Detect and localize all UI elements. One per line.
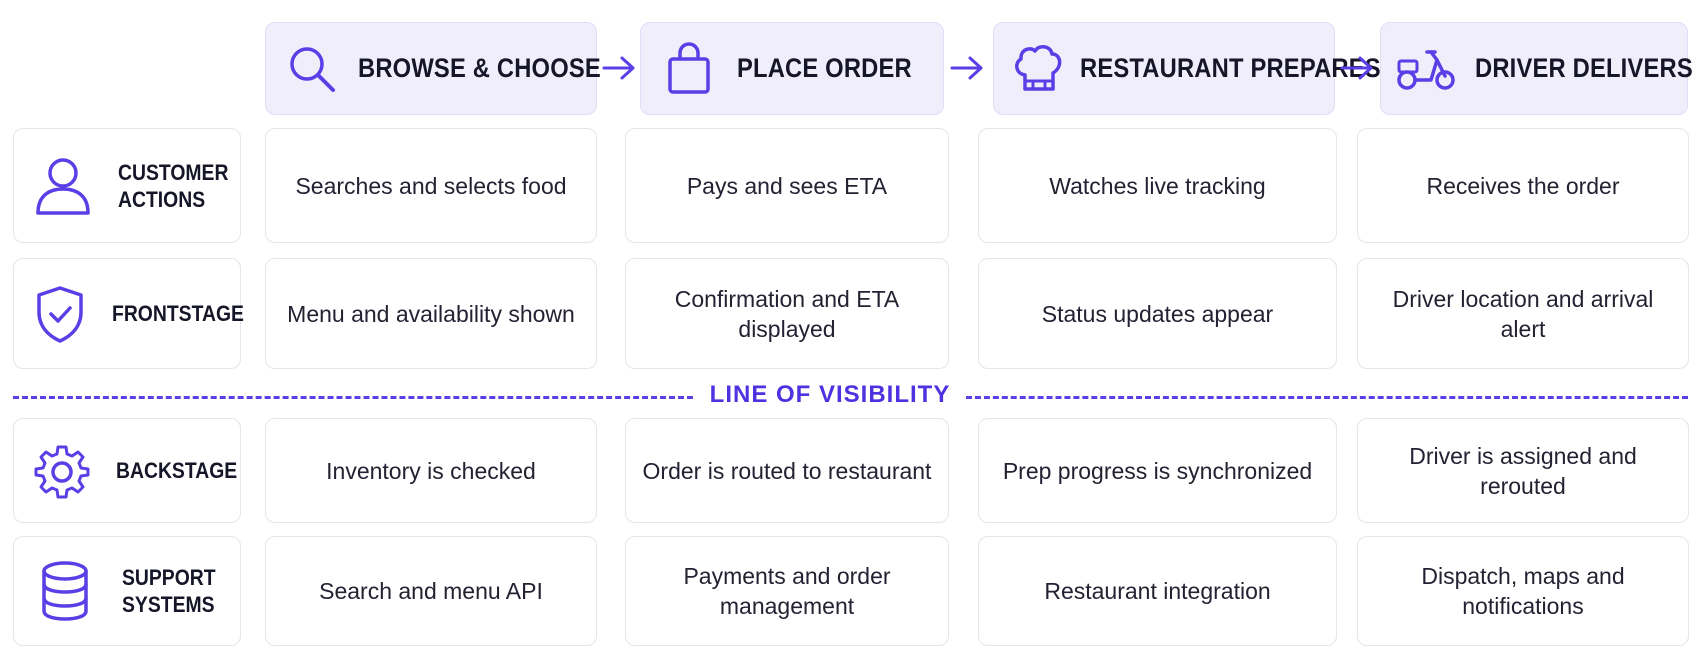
shield-check-icon <box>34 283 86 345</box>
cell-text: Dispatch, maps and notifications <box>1421 563 1625 619</box>
lane-label: CUSTOMER ACTIONS <box>118 159 229 212</box>
cell-customer-prepare: Watches live tracking <box>978 128 1337 243</box>
cell-text: Status updates appear <box>1041 300 1274 327</box>
cell-frontstage-order: Confirmation and ETA displayed <box>625 258 949 369</box>
cell-text: Search and menu API <box>319 578 543 604</box>
lane-label: BACKSTAGE <box>116 458 238 483</box>
stage-place-order: PLACE ORDER <box>640 22 944 115</box>
cell-frontstage-browse: Menu and availability shown <box>265 258 597 369</box>
cell-frontstage-deliver: Driver location and arrival alert <box>1357 258 1689 369</box>
cell-text: Inventory is checked <box>326 457 536 484</box>
cell-backstage-deliver: Driver is assigned and rerouted <box>1357 418 1689 523</box>
database-icon <box>34 560 96 622</box>
cell-support-prepare: Restaurant integration <box>978 536 1337 646</box>
lane-label: FRONTSTAGE <box>112 301 244 326</box>
visibility-line-left <box>13 396 693 399</box>
visibility-line-right <box>966 396 1688 399</box>
cell-support-deliver: Dispatch, maps and notifications <box>1357 536 1689 646</box>
arrow-right-icon <box>1340 56 1373 80</box>
cell-customer-deliver: Receives the order <box>1357 128 1689 243</box>
stage-label: RESTAURANT PREPARES <box>1080 53 1381 83</box>
cell-text: Pays and sees ETA <box>686 172 888 199</box>
lane-support-systems: SUPPORT SYSTEMS <box>13 536 241 646</box>
user-icon <box>34 155 92 217</box>
cell-text: Receives the order <box>1426 172 1620 199</box>
cell-support-order: Payments and order management <box>625 536 949 646</box>
shopping-bag-icon <box>661 41 717 97</box>
stage-restaurant-prepares: RESTAURANT PREPARES <box>993 22 1381 115</box>
cell-backstage-order: Order is routed to restaurant <box>625 418 949 523</box>
arrow-right-icon <box>950 56 983 80</box>
cell-frontstage-prepare: Status updates appear <box>978 258 1337 369</box>
scooter-icon <box>1395 41 1457 97</box>
stage-label: PLACE ORDER <box>737 53 912 83</box>
cell-text: Prep progress is synchronized <box>1002 457 1313 484</box>
stage-label: BROWSE & CHOOSE <box>358 53 601 83</box>
cell-text: Watches live tracking <box>1049 172 1266 199</box>
cell-backstage-browse: Inventory is checked <box>265 418 597 523</box>
lane-frontstage: FRONTSTAGE <box>13 258 244 369</box>
stage-label: DRIVER DELIVERS <box>1475 53 1693 83</box>
chef-hat-icon <box>1010 41 1066 97</box>
stage-browse-choose: BROWSE & CHOOSE <box>265 22 601 115</box>
gear-icon <box>34 440 90 502</box>
cell-text: Driver location and arrival alert <box>1392 285 1654 342</box>
lane-customer-actions: CUSTOMER ACTIONS <box>13 128 241 243</box>
cell-text: Payments and order management <box>683 563 891 619</box>
cell-support-browse: Search and menu API <box>265 536 597 646</box>
cell-text: Menu and availability shown <box>287 300 575 327</box>
cell-customer-order: Pays and sees ETA <box>625 128 949 243</box>
cell-text: Driver is assigned and rerouted <box>1409 442 1637 499</box>
cell-text: Confirmation and ETA displayed <box>674 285 900 342</box>
search-icon <box>284 41 340 97</box>
cell-customer-browse: Searches and selects food <box>265 128 597 243</box>
cell-text: Order is routed to restaurant <box>642 457 932 484</box>
arrow-right-icon <box>602 56 635 80</box>
cell-text: Searches and selects food <box>295 172 567 199</box>
cell-text: Restaurant integration <box>1044 578 1271 604</box>
stage-driver-delivers: DRIVER DELIVERS <box>1380 22 1693 115</box>
lane-label: SUPPORT SYSTEMS <box>122 565 216 617</box>
lane-backstage: BACKSTAGE <box>13 418 241 523</box>
cell-backstage-prepare: Prep progress is synchronized <box>978 418 1337 523</box>
line-of-visibility-label: LINE OF VISIBILITY <box>709 381 951 408</box>
